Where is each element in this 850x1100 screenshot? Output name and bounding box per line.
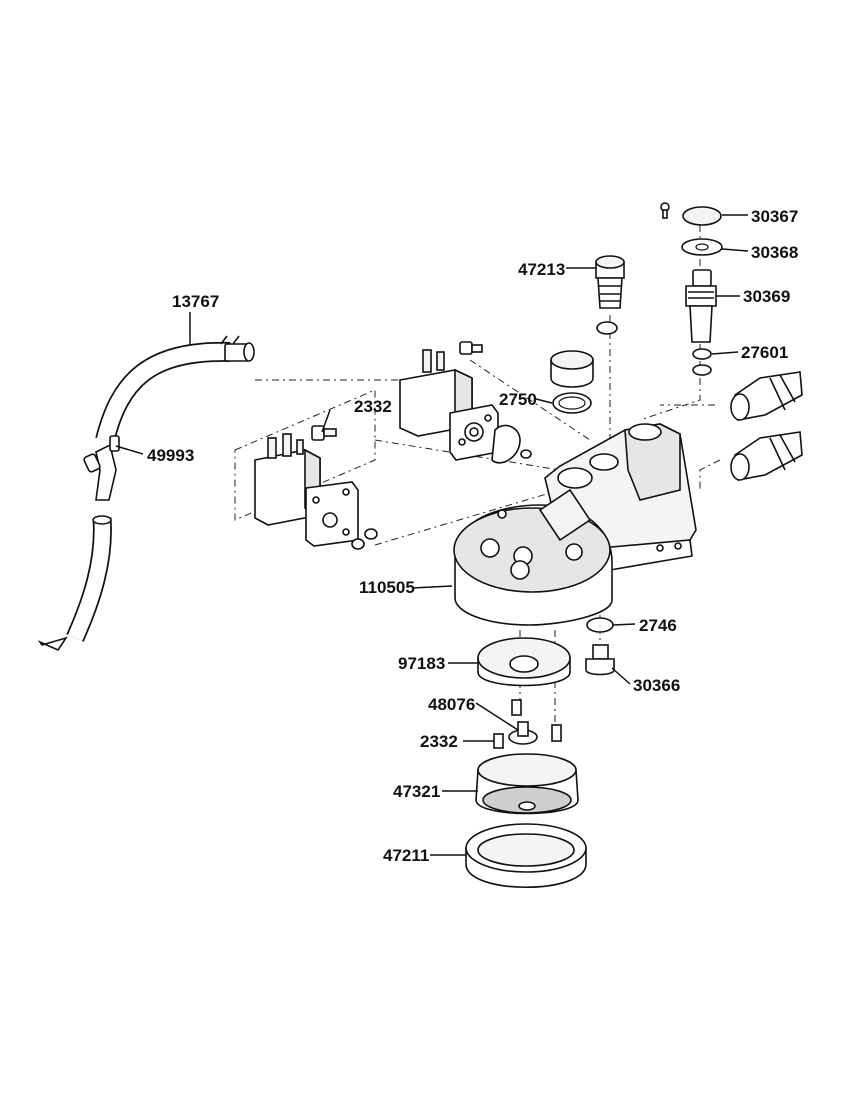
label-2332-lower: 2332: [420, 732, 458, 751]
shower-screen-47321: [475, 753, 579, 815]
valve-47213: [595, 255, 625, 335]
label-30367: 30367: [751, 207, 798, 226]
y-connector-49993: [83, 435, 120, 501]
callout-labels: 13767 49993 2332 47213 2750 30367 30368 …: [147, 207, 798, 865]
label-30366: 30366: [633, 676, 680, 695]
valve-stack: [660, 202, 723, 376]
plug-30366-group: [585, 617, 615, 676]
label-2332-upper: 2332: [354, 397, 392, 416]
label-30369: 30369: [743, 287, 790, 306]
shower-plate-97183: [477, 637, 571, 687]
label-2750: 2750: [499, 390, 537, 409]
label-47213: 47213: [518, 260, 565, 279]
label-13767: 13767: [172, 292, 219, 311]
label-47211: 47211: [383, 846, 429, 865]
label-110505: 110505: [359, 578, 415, 597]
drain-tube: [37, 515, 112, 652]
compression-fittings: [730, 371, 803, 481]
label-97183: 97183: [398, 654, 445, 673]
plug-2750-group: [550, 350, 594, 414]
label-49993: 49993: [147, 446, 194, 465]
label-30368: 30368: [751, 243, 798, 262]
label-2746: 2746: [639, 616, 677, 635]
gasket-47211: [465, 823, 587, 889]
label-48076: 48076: [428, 695, 475, 714]
solenoid-valve-upper: [399, 341, 532, 464]
screw-2332-upper: [311, 425, 337, 441]
screws-48076-2332: [493, 699, 562, 749]
solenoid-valve-lower: [254, 433, 378, 550]
label-47321: 47321: [393, 782, 440, 801]
leader-lines: [115, 214, 749, 856]
tube-13767: [95, 335, 255, 443]
label-27601: 27601: [741, 343, 788, 362]
group-head-body: [453, 423, 697, 626]
